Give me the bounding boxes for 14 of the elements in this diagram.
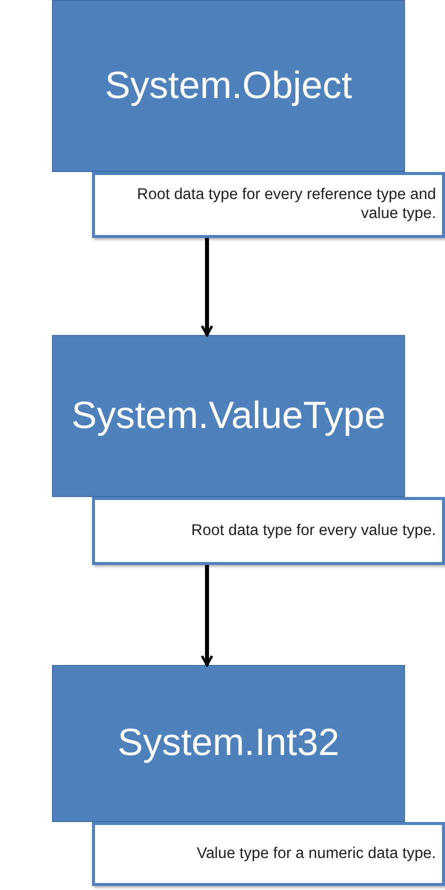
callout-box [92, 822, 445, 886]
type-box [52, 335, 405, 497]
type-box [52, 0, 405, 172]
callout-text: Root data type for every reference type and value type. [136, 186, 436, 224]
type-name: System.Object [104, 64, 352, 108]
callout-text: Root data type for every value type. [191, 522, 436, 540]
callout-box [92, 497, 445, 565]
type-box [52, 665, 405, 822]
arrow [200, 238, 214, 336]
callout-text: Value type for a numeric data type. [196, 844, 436, 864]
callout-box [92, 172, 445, 238]
type-name: System.Int32 [118, 722, 340, 765]
type-name: System.ValueType [71, 394, 386, 438]
arrow [200, 565, 214, 666]
